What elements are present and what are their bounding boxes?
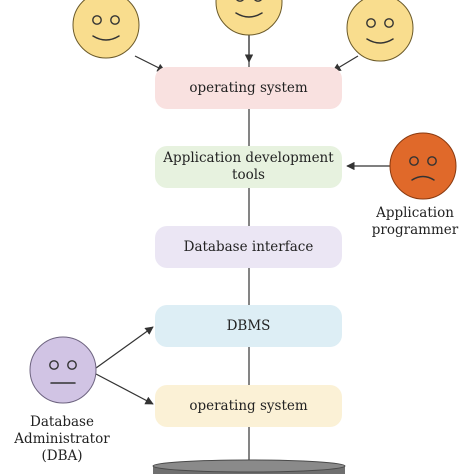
caption-line-2: programmer xyxy=(371,222,459,238)
application-programmer-icon xyxy=(389,132,457,200)
layer-database-interface: Database interface xyxy=(155,226,342,268)
user-2-icon xyxy=(215,0,283,36)
layer-operating-system-top: operating system xyxy=(155,67,342,109)
database-icon xyxy=(152,459,346,474)
layer-label-line-1: Application development xyxy=(163,150,334,166)
layer-label: DBMS xyxy=(226,317,271,334)
layer-label: Database interface xyxy=(183,238,314,255)
arrow-dba-to-dbms xyxy=(95,326,154,369)
caption-line-3: (DBA) xyxy=(41,448,83,464)
layer-dbms: DBMS xyxy=(155,305,342,347)
caption-line-1: Application xyxy=(376,205,454,221)
caption-line-2: Administrator xyxy=(14,431,110,447)
layer-operating-system-bottom: operating system xyxy=(155,385,342,427)
arrow-dba-to-os-bottom xyxy=(95,373,154,405)
layer-label: operating system xyxy=(189,397,308,414)
database-administrator-icon xyxy=(29,336,97,404)
user-3-icon xyxy=(346,0,414,62)
layer-label-line-2: tools xyxy=(232,167,265,183)
layer-application-development-tools: Application development tools xyxy=(155,146,342,188)
caption-line-1: Database xyxy=(30,414,94,430)
database-administrator-caption: Database Administrator (DBA) xyxy=(0,414,124,465)
application-programmer-caption: Application programmer xyxy=(360,205,470,239)
user-1-icon xyxy=(72,0,140,59)
layer-label: operating system xyxy=(189,79,308,96)
